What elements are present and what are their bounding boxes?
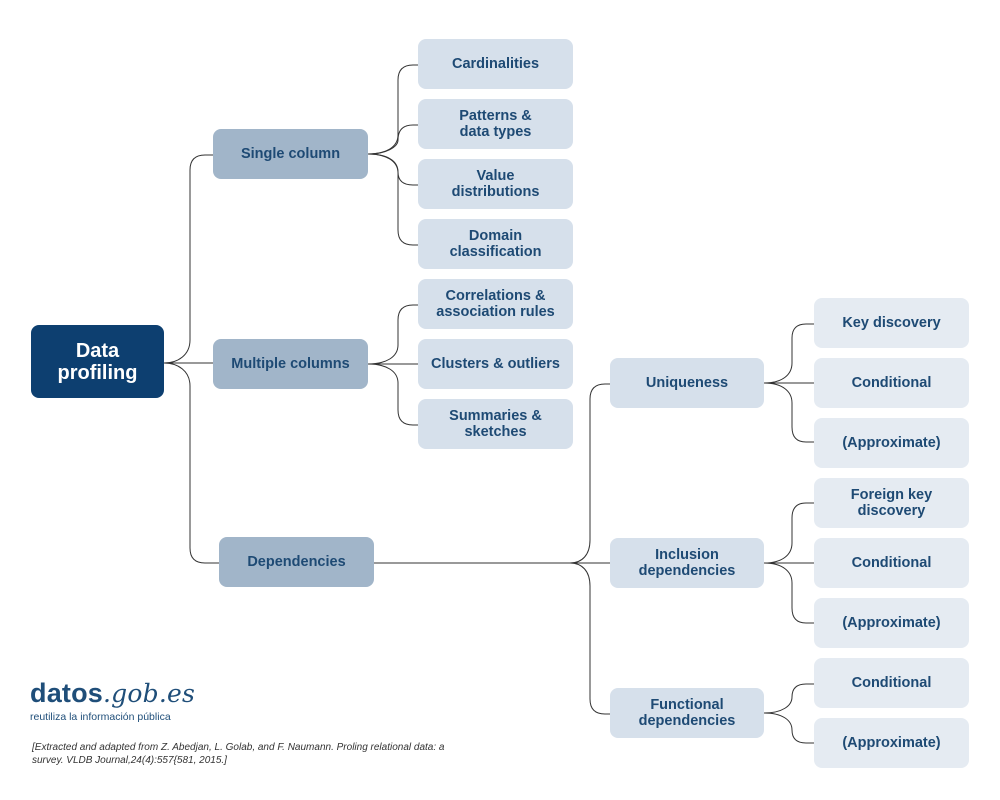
logo-tagline: reutiliza la información pública bbox=[30, 711, 171, 723]
root-node-data-profiling: Data profiling bbox=[31, 325, 164, 398]
logo-part-datos: datos bbox=[30, 678, 104, 708]
leaf-foreign-key-discovery: Foreign key discovery bbox=[814, 478, 969, 528]
leaf-key-discovery: Key discovery bbox=[814, 298, 969, 348]
node-uniqueness: Uniqueness bbox=[610, 358, 764, 408]
leaf-functional-conditional: Conditional bbox=[814, 658, 969, 708]
branch-multiple-columns: Multiple columns bbox=[213, 339, 368, 389]
leaf-functional-approximate: (Approximate) bbox=[814, 718, 969, 768]
leaf-summaries-sketches: Summaries & sketches bbox=[418, 399, 573, 449]
leaf-uniqueness-approximate: (Approximate) bbox=[814, 418, 969, 468]
branch-single-column: Single column bbox=[213, 129, 368, 179]
leaf-domain-classification: Domain classification bbox=[418, 219, 573, 269]
leaf-correlations: Correlations & association rules bbox=[418, 279, 573, 329]
leaf-value-distributions: Value distributions bbox=[418, 159, 573, 209]
node-functional-dependencies: Functional dependencies bbox=[610, 688, 764, 738]
node-inclusion-dependencies: Inclusion dependencies bbox=[610, 538, 764, 588]
datos-gob-logo[interactable]: datos.gob.es reutiliza la información pú… bbox=[30, 678, 195, 723]
logo-wordmark: datos.gob.es bbox=[30, 678, 195, 709]
leaf-clusters-outliers: Clusters & outliers bbox=[418, 339, 573, 389]
leaf-uniqueness-conditional: Conditional bbox=[814, 358, 969, 408]
leaf-patterns-data-types: Patterns & data types bbox=[418, 99, 573, 149]
leaf-inclusion-approximate: (Approximate) bbox=[814, 598, 969, 648]
leaf-cardinalities: Cardinalities bbox=[418, 39, 573, 89]
branch-dependencies: Dependencies bbox=[219, 537, 374, 587]
leaf-inclusion-conditional: Conditional bbox=[814, 538, 969, 588]
citation-text: [Extracted and adapted from Z. Abedjan, … bbox=[32, 742, 445, 766]
logo-part-gob-es: .gob.es bbox=[103, 679, 195, 708]
